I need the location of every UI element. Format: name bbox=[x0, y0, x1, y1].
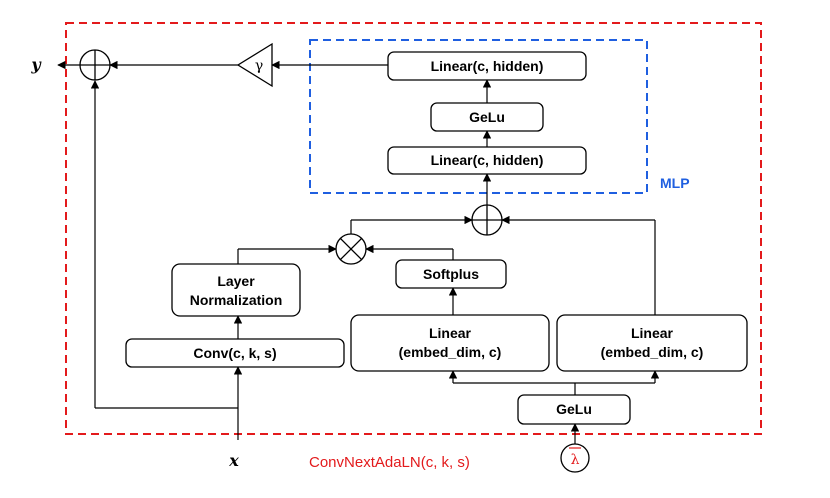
mlp-gelu-box: GeLu bbox=[430, 102, 544, 132]
mlp-linear-bottom-box: Linear(c, hidden) bbox=[387, 146, 587, 175]
connections bbox=[57, 60, 660, 444]
linear-left-box: Linear (embed_dim, c) bbox=[350, 314, 550, 372]
outer-block-border bbox=[65, 22, 762, 435]
mlp-gelu-label: GeLu bbox=[469, 109, 505, 125]
conv-box: Conv(c, k, s) bbox=[125, 338, 345, 368]
lambda-label: λ bbox=[571, 452, 580, 468]
mlp-linear-top-box: Linear(c, hidden) bbox=[387, 51, 587, 81]
lambda-input: λ bbox=[560, 443, 590, 473]
linear-left-label-line2: (embed_dim, c) bbox=[399, 344, 502, 360]
block-title: ConvNextAdaLN(c, k, s) bbox=[309, 454, 470, 471]
gelu-bottom-box: GeLu bbox=[517, 394, 631, 425]
linear-left-label-line1: Linear bbox=[429, 325, 472, 341]
mlp-border bbox=[309, 39, 648, 194]
conv-label: Conv(c, k, s) bbox=[193, 345, 276, 361]
linear-right-label-line1: Linear bbox=[631, 325, 674, 341]
layer-norm-box: Layer Normalization bbox=[171, 263, 301, 317]
gelu-bottom-label: GeLu bbox=[556, 401, 592, 417]
output-y-label: y bbox=[30, 55, 42, 74]
times-circle-icon bbox=[335, 233, 367, 265]
plus-circle-icon bbox=[471, 204, 503, 236]
layer-norm-label-line2: Normalization bbox=[190, 292, 283, 308]
softplus-box: Softplus bbox=[395, 259, 507, 289]
linear-right-box: Linear (embed_dim, c) bbox=[556, 314, 748, 372]
gamma-label: γ bbox=[255, 58, 263, 74]
softplus-label: Softplus bbox=[423, 266, 479, 282]
mlp-linear-bottom-label: Linear(c, hidden) bbox=[431, 152, 544, 168]
triangle-gain-icon: γ bbox=[236, 42, 273, 88]
mlp-linear-top-label: Linear(c, hidden) bbox=[431, 58, 544, 74]
plus-circle-icon bbox=[79, 49, 111, 81]
mlp-title: MLP bbox=[660, 175, 690, 191]
linear-right-label-line2: (embed_dim, c) bbox=[601, 344, 704, 360]
layer-norm-label-line1: Layer bbox=[217, 273, 255, 289]
input-x-label: x bbox=[228, 451, 239, 470]
